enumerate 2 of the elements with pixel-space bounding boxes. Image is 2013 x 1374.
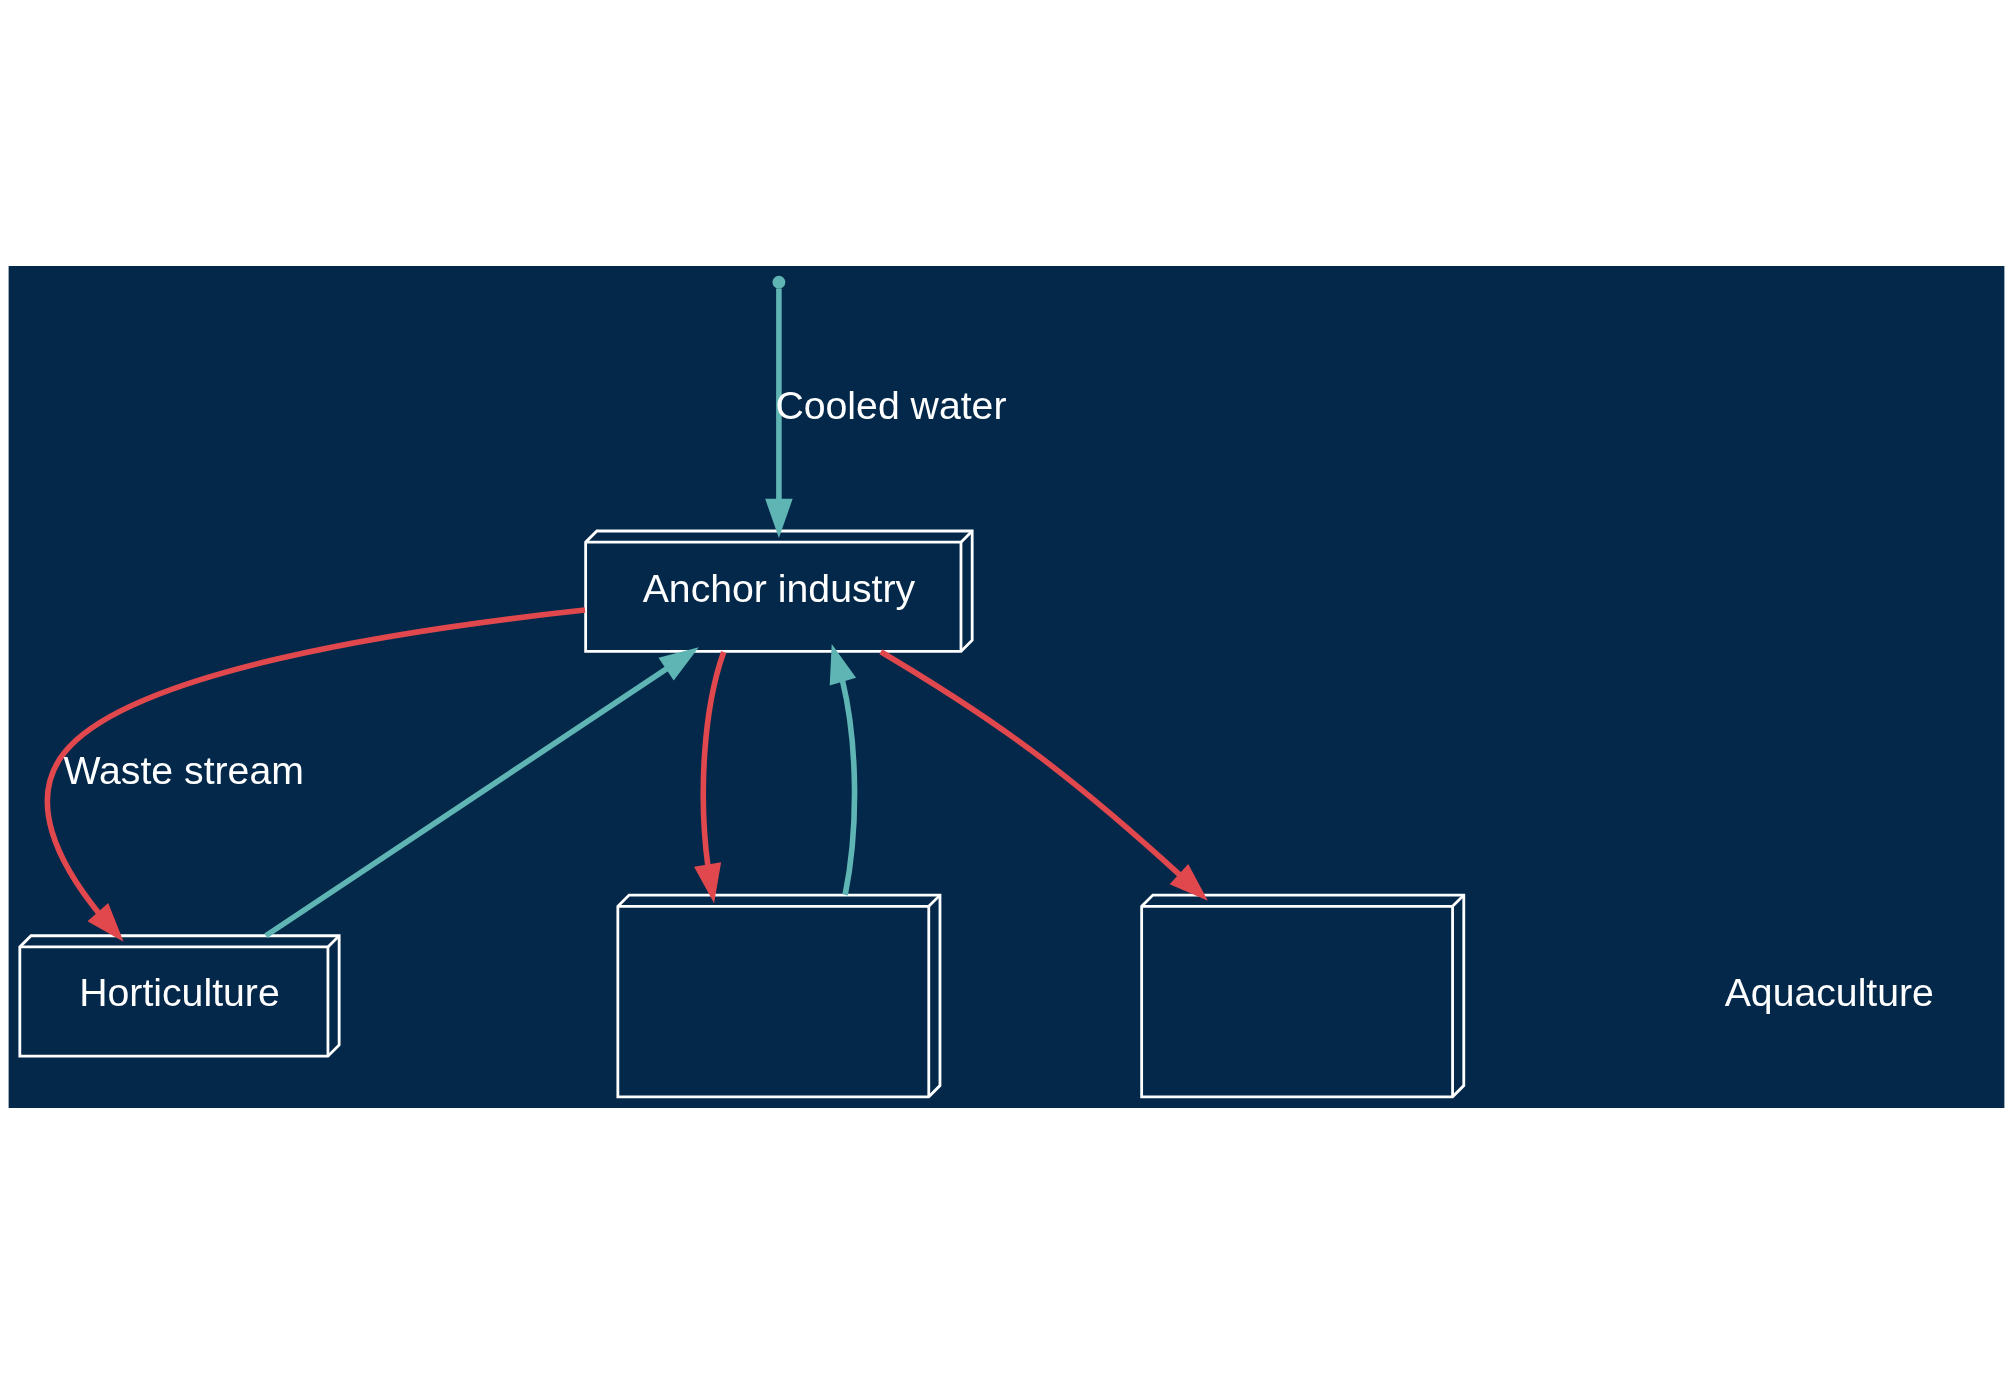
edge-label: Waste stream <box>63 748 304 792</box>
label: Aquaculture <box>1724 971 1934 1015</box>
